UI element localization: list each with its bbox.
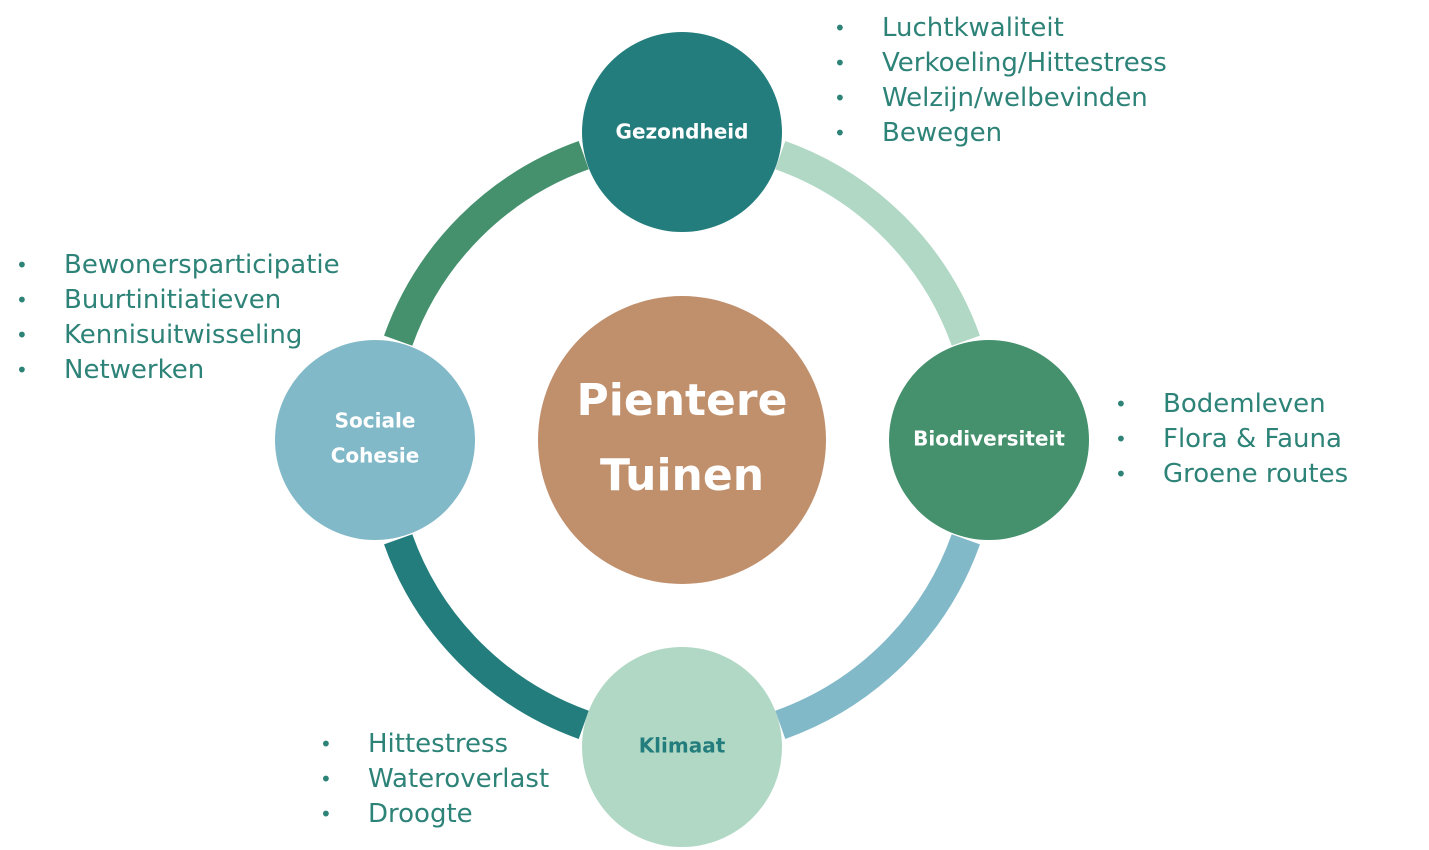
node-gezondheid-circle (582, 32, 782, 232)
node-klimaat-circle (582, 647, 782, 847)
arc-sociale-cohesie-gezondheid (384, 141, 589, 346)
bullet-item: Welzijn/welbevinden (834, 81, 1167, 116)
biodiversiteit-bullet-list: Bodemleven Flora & Fauna Groene routes (1115, 387, 1348, 492)
node-sociale-cohesie: Sociale Cohesie (275, 340, 475, 540)
bullet-item: Wateroverlast (320, 762, 549, 797)
sociale-cohesie-bullet-list: Bewonersparticipatie Buurtinitiatieven K… (16, 248, 340, 388)
node-sociale-cohesie-label-line1: Sociale (335, 409, 416, 433)
arc-biodiversiteit-klimaat (775, 534, 980, 739)
node-biodiversiteit-circle (889, 340, 1089, 540)
bullet-item: Bewegen (834, 116, 1167, 151)
bullet-item: Hittestress (320, 727, 549, 762)
node-biodiversiteit-label: Biodiversiteit (913, 427, 1065, 451)
center-title-line1: Pientere (577, 375, 788, 426)
node-klimaat-label: Klimaat (639, 734, 726, 758)
bullet-item: Luchtkwaliteit (834, 11, 1167, 46)
bullet-item: Groene routes (1115, 457, 1348, 492)
arc-klimaat-sociale-cohesie (384, 534, 589, 739)
arc-gezondheid-biodiversiteit (775, 141, 980, 346)
gezondheid-bullet-list: Luchtkwaliteit Verkoeling/Hittestress We… (834, 11, 1167, 151)
bullet-item: Buurtinitiatieven (16, 283, 340, 318)
bullet-item: Bodemleven (1115, 387, 1348, 422)
node-sociale-cohesie-label-line2: Cohesie (331, 444, 420, 468)
center-node: Pientere Tuinen (538, 296, 826, 584)
center-title-line2: Tuinen (600, 450, 764, 501)
node-sociale-cohesie-circle (275, 340, 475, 540)
bullet-item: Flora & Fauna (1115, 422, 1348, 457)
node-biodiversiteit: Biodiversiteit (889, 340, 1089, 540)
bullet-item: Netwerken (16, 353, 340, 388)
klimaat-bullet-list: Hittestress Wateroverlast Droogte (320, 727, 549, 832)
node-klimaat: Klimaat (582, 647, 782, 847)
center-circle (538, 296, 826, 584)
bullet-item: Verkoeling/Hittestress (834, 46, 1167, 81)
node-gezondheid: Gezondheid (582, 32, 782, 232)
bullet-item: Droogte (320, 797, 549, 832)
bullet-item: Bewonersparticipatie (16, 248, 340, 283)
bullet-item: Kennisuitwisseling (16, 318, 340, 353)
node-gezondheid-label: Gezondheid (616, 120, 749, 144)
